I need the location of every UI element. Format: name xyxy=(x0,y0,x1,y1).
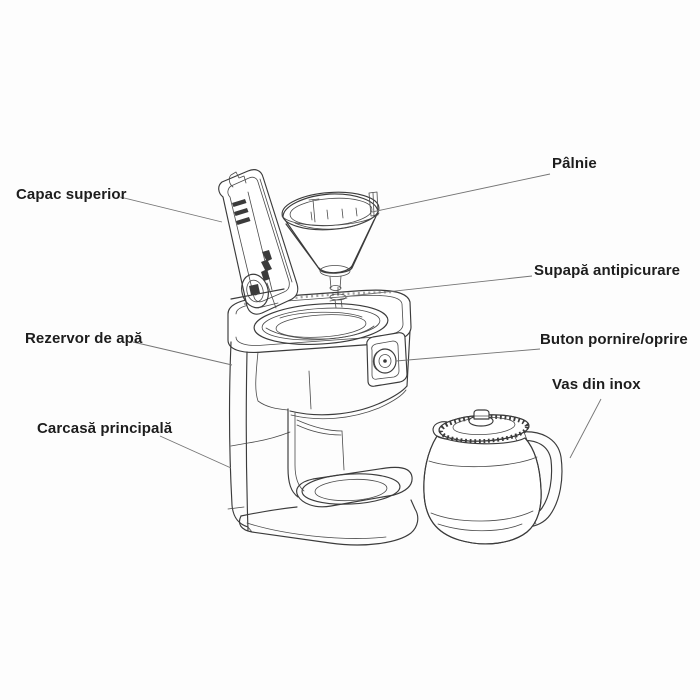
leader-line-capac-superior xyxy=(119,196,223,223)
leader-line-palnie xyxy=(371,173,551,213)
leader-line-vas-din-inox xyxy=(569,398,602,459)
leader-lines xyxy=(119,173,602,469)
label-palnie: Pâlnie xyxy=(552,155,597,172)
leader-line-rezervor-de-apa xyxy=(132,341,233,366)
label-buton-pornire-oprire: Buton pornire/oprire xyxy=(540,331,688,348)
power-button-drawing xyxy=(366,332,408,387)
leader-line-buton-pornire-oprire xyxy=(395,348,541,362)
filter-funnel-drawing xyxy=(281,191,380,291)
leader-line-supapa-antipicurare xyxy=(340,275,533,298)
carafe-drawing xyxy=(423,409,563,545)
anti-drip-valve-drawing xyxy=(329,286,348,309)
label-rezervor-de-apa: Rezervor de apă xyxy=(25,330,143,347)
label-vas-din-inox: Vas din inox xyxy=(552,376,641,393)
label-supapa-antipicurare: Supapă antipicurare xyxy=(534,262,681,279)
warming-plate-drawing xyxy=(301,473,401,505)
machine-body-drawing xyxy=(227,289,419,546)
lid-drawing xyxy=(218,169,299,315)
label-carcasa-principala: Carcasă principală xyxy=(37,420,173,437)
label-capac-superior: Capac superior xyxy=(16,186,127,203)
leader-line-carcasa-principala xyxy=(159,435,232,469)
